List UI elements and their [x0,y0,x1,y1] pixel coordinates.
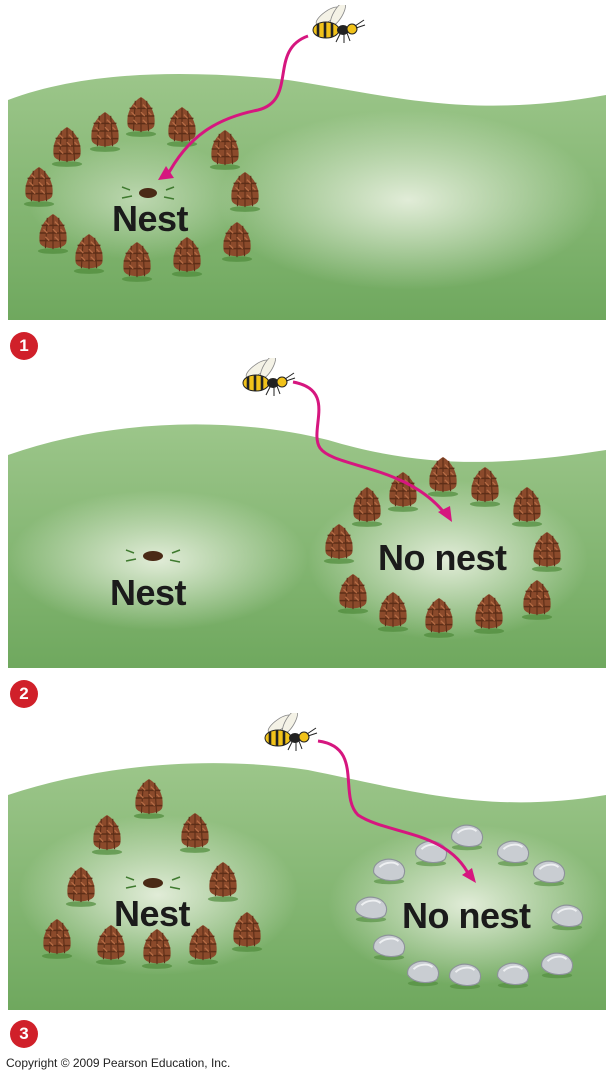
wasp-icon [263,713,319,753]
arrowhead [438,506,452,522]
step-badge-1: 1 [10,332,38,360]
panel-1: Nest [8,0,606,330]
nest-hole [143,551,163,561]
stone [532,860,566,887]
nest-hole [143,878,163,888]
nest-hole [139,188,157,198]
nest-label: Nest [114,893,191,934]
step-badge-3: 3 [10,1020,38,1048]
panel-3: Nest No nest [8,705,606,1015]
nest-label: Nest [112,198,189,239]
wasp-icon [311,5,367,45]
stone [448,963,482,990]
stone [550,904,584,931]
stone [372,858,406,885]
wasp-icon [241,358,297,398]
stone [372,934,406,961]
stone [354,896,388,923]
panel-2-scene [8,358,606,668]
flight-path [164,34,309,179]
panel-1-scene [8,5,606,320]
flight-path [317,739,472,878]
arrowhead [158,166,174,180]
flight-path [292,380,448,516]
decoy-label: No nest [378,537,507,578]
panel-2: Nest No nest [8,350,606,680]
step-badge-2: 2 [10,680,38,708]
stone [496,840,530,867]
nest-label: Nest [110,572,187,613]
stone [406,960,440,987]
arrowhead [462,868,476,883]
stone [540,952,574,979]
copyright-text: Copyright © 2009 Pearson Education, Inc. [6,1056,231,1070]
panel-3-scene [8,713,606,1010]
decoy-label: No nest [402,895,531,936]
stone [450,824,484,851]
stone [496,962,530,989]
stone [414,840,448,867]
